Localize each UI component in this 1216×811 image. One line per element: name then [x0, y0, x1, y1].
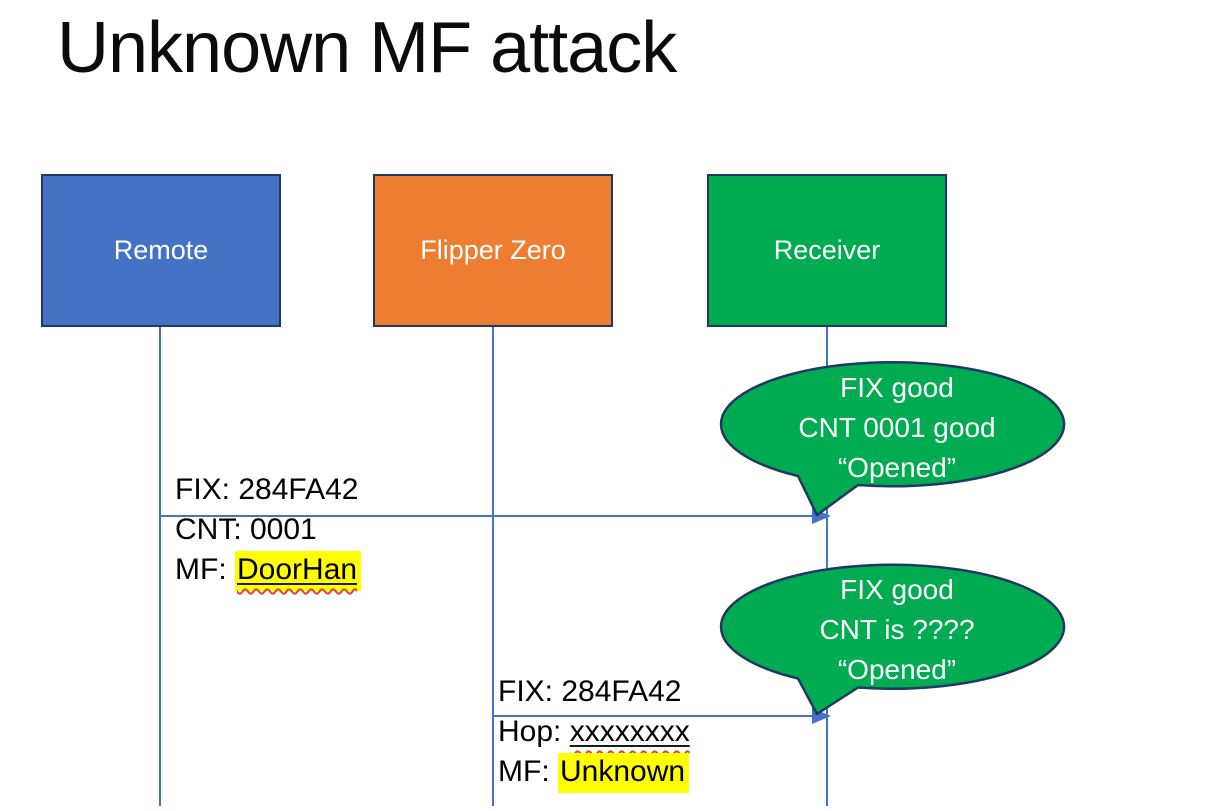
speech-bubble-1-text: FIX good CNT 0001 good “Opened”	[725, 368, 1069, 488]
msg1-fix-line: FIX: 284FA42	[175, 470, 361, 510]
message-line-flipper-to-receiver	[493, 715, 814, 717]
actor-box-flipper-zero: Flipper Zero	[373, 174, 613, 327]
bubble2-line-1: FIX good	[840, 574, 954, 605]
lifeline-flipper-zero	[492, 327, 494, 806]
msg1-cnt-line: CNT: 0001	[175, 510, 361, 550]
bubble1-line-2: CNT 0001 good	[798, 412, 996, 443]
slide-title: Unknown MF attack	[57, 8, 677, 88]
bubble1-line-1: FIX good	[840, 372, 954, 403]
msg1-cnt-text: CNT: 0001	[175, 513, 317, 546]
msg2-hop-line: Hop: xxxxxxxx	[498, 712, 690, 752]
msg2-hop-squiggle: xxxxxxxx	[570, 715, 690, 748]
msg1-mf-prefix: MF:	[175, 553, 235, 586]
msg2-mf-line: MF: Unknown	[498, 752, 690, 793]
message-label-flipper-to-receiver: FIX: 284FA42 Hop: xxxxxxxx MF: Unknown	[498, 672, 690, 793]
msg2-hop-value: xxxxxxxx	[569, 715, 690, 748]
actor-box-remote: Remote	[41, 174, 281, 327]
message-label-remote-to-receiver: FIX: 284FA42 CNT: 0001 MF: DoorHan	[175, 470, 362, 591]
msg2-mf-prefix: MF:	[498, 755, 558, 788]
msg1-fix-text: FIX: 284FA42	[175, 473, 359, 506]
msg2-fix-text: FIX: 284FA42	[498, 675, 682, 708]
actor-label-flipper-zero: Flipper Zero	[420, 235, 566, 265]
bubble2-line-2: CNT is ????	[819, 614, 975, 645]
bubble2-line-3: “Opened”	[837, 654, 957, 685]
actor-box-receiver: Receiver	[707, 174, 947, 327]
message-line-remote-to-receiver	[160, 515, 814, 517]
msg2-mf-value: Unknown	[558, 753, 690, 793]
msg1-mf-highlight: DoorHan	[235, 551, 362, 591]
actor-label-remote: Remote	[113, 235, 209, 265]
actor-label-receiver: Receiver	[773, 235, 881, 265]
arrowhead-icon	[812, 708, 831, 724]
lifeline-remote	[159, 327, 161, 806]
msg1-mf-line: MF: DoorHan	[175, 550, 362, 591]
msg1-mf-value: DoorHan	[237, 553, 358, 586]
speech-bubble-2-text: FIX good CNT is ???? “Opened”	[725, 570, 1069, 690]
msg2-hop-prefix: Hop:	[498, 715, 570, 748]
bubble1-line-3: “Opened”	[837, 452, 957, 483]
arrowhead-icon	[812, 508, 831, 524]
msg2-fix-line: FIX: 284FA42	[498, 672, 690, 712]
